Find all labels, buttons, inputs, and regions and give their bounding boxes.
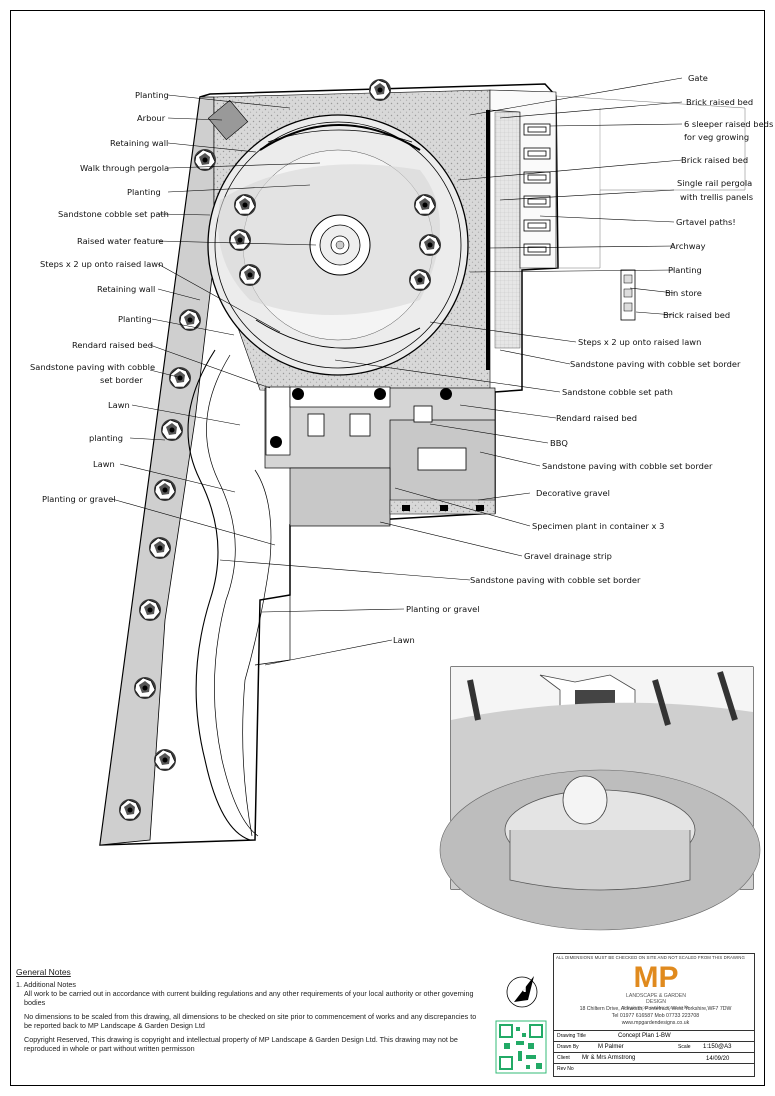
label-steps-right: Steps x 2 up onto raised lawn	[578, 337, 702, 347]
label-sandstone-paving-right-2: Sandstone paving with cobble set border	[542, 461, 713, 471]
label-single-rail-pergola-1: Single rail pergola	[677, 178, 753, 188]
label-single-rail-pergola-2: with trellis panels	[680, 192, 754, 202]
label-sleeper-beds-2: for veg growing	[684, 132, 750, 142]
drawn-by: M Palmer	[598, 1044, 624, 1050]
notes-para-3: Copyright Reserved, This drawing is copy…	[24, 1035, 458, 1053]
label-planting-2: Planting	[127, 187, 161, 197]
render-inset	[439, 666, 761, 931]
label-gravel-paths: Grtavel paths!	[676, 217, 736, 227]
notes-para-1: All work to be carried out in accordance…	[24, 989, 474, 1007]
label-archway: Archway	[670, 241, 706, 251]
label-planting-or-gravel-1: Planting or gravel	[42, 494, 116, 504]
company-tagline: Bringing your outdoor space to life	[622, 1005, 690, 1010]
label-sandstone-paving-left-1: Sandstone paving with cobble	[30, 362, 156, 372]
north-label: N	[519, 985, 527, 995]
row-rev: Rev No 14/09/20	[554, 1056, 754, 1075]
label-lawn-3: Lawn	[393, 635, 415, 645]
label-sleeper-beds-1: 6 sleeper raised beds	[684, 119, 774, 129]
label-planting-3: Planting	[118, 314, 152, 324]
label-decorative-gravel: Decorative gravel	[536, 488, 610, 498]
label-lawn-2: Lawn	[93, 459, 115, 469]
label-sandstone-paving-right-1: Sandstone paving with cobble set border	[570, 359, 741, 369]
notes-para-2: No dimensions to be scaled from this dra…	[24, 1012, 477, 1030]
label-brick-raised-bed-2: Brick raised bed	[681, 155, 749, 165]
row-drawn-by: Drawn By M Palmer Scale 1:150@A3	[554, 1041, 754, 1053]
label-sandstone-paving-bottom: Sandstone paving with cobble set border	[470, 575, 641, 585]
label-retaining-wall-1: Retaining wall	[110, 138, 169, 148]
notes-heading: General Notes	[16, 967, 71, 977]
label-arbour: Arbour	[137, 113, 166, 123]
label-planting-4: planting	[89, 433, 123, 443]
row-client: Client Mr & Mrs Armstrong	[554, 1052, 754, 1064]
sleeper-beds	[523, 123, 551, 256]
label-sandstone-cobble-path-2: Sandstone cobble set path	[562, 387, 673, 397]
arbour	[207, 99, 249, 141]
label-planting-or-gravel-2: Planting or gravel	[406, 604, 480, 614]
label-rendard-raised-bed-1: Rendard raised bed	[72, 340, 154, 350]
label-raised-water-feature: Raised water feature	[77, 236, 164, 246]
company-name: LANDSCAPE & GARDEN DESIGN	[626, 993, 686, 1005]
drawing-title: Concept Plan 1-BW	[618, 1033, 671, 1039]
disclaimer: ALL DIMENSIONS MUST BE CHECKED ON SITE A…	[556, 955, 745, 960]
label-rendard-raised-bed-2: Rendard raised bed	[556, 413, 638, 423]
label-retaining-wall-2: Retaining wall	[97, 284, 156, 294]
water-feature	[309, 214, 371, 276]
title-block: ALL DIMENSIONS MUST BE CHECKED ON SITE A…	[553, 953, 755, 1077]
drawing-sheet	[10, 10, 765, 1086]
company-logo: MP LANDSCAPE & GARDEN DESIGN Bringing yo…	[616, 963, 696, 1011]
label-bin-store: Bin store	[665, 288, 702, 298]
label-brick-raised-bed-1: Brick raised bed	[686, 97, 754, 107]
label-sandstone-paving-left-2: set border	[100, 375, 143, 385]
label-walk-through-pergola: Walk through pergola	[80, 163, 170, 173]
label-sandstone-cobble-path-1: Sandstone cobble set path	[58, 209, 169, 219]
label-specimen-plant: Specimen plant in container x 3	[532, 521, 665, 531]
row-drawing-title: Drawing Title Concept Plan 1-BW	[554, 1030, 754, 1042]
date: 14/09/20	[706, 1056, 730, 1062]
label-lawn-1: Lawn	[108, 400, 130, 410]
scale: 1:150@A3	[703, 1044, 732, 1050]
label-planting-5: Planting	[668, 265, 702, 275]
label-steps-left: Steps x 2 up onto raised lawn	[40, 259, 164, 269]
company-address: 18 Chiltern Drive, Ackworth, Pontefract,…	[579, 1006, 732, 1026]
label-gravel-drainage: Gravel drainage strip	[524, 551, 612, 561]
notes-item-1: 1. Additional Notes	[16, 980, 76, 989]
label-planting-1: Planting	[135, 90, 169, 100]
label-bbq: BBQ	[550, 438, 568, 448]
general-notes: General Notes 1. Additional Notes All wo…	[16, 968, 486, 1058]
north-arrow	[506, 976, 538, 1008]
lawn-path	[187, 349, 251, 841]
label-brick-raised-bed-3: Brick raised bed	[663, 310, 731, 320]
label-gate: Gate	[688, 73, 708, 83]
qr-code	[495, 1020, 547, 1074]
leader-lines	[111, 77, 683, 666]
client: Mr & Mrs Armstrong	[582, 1055, 636, 1061]
